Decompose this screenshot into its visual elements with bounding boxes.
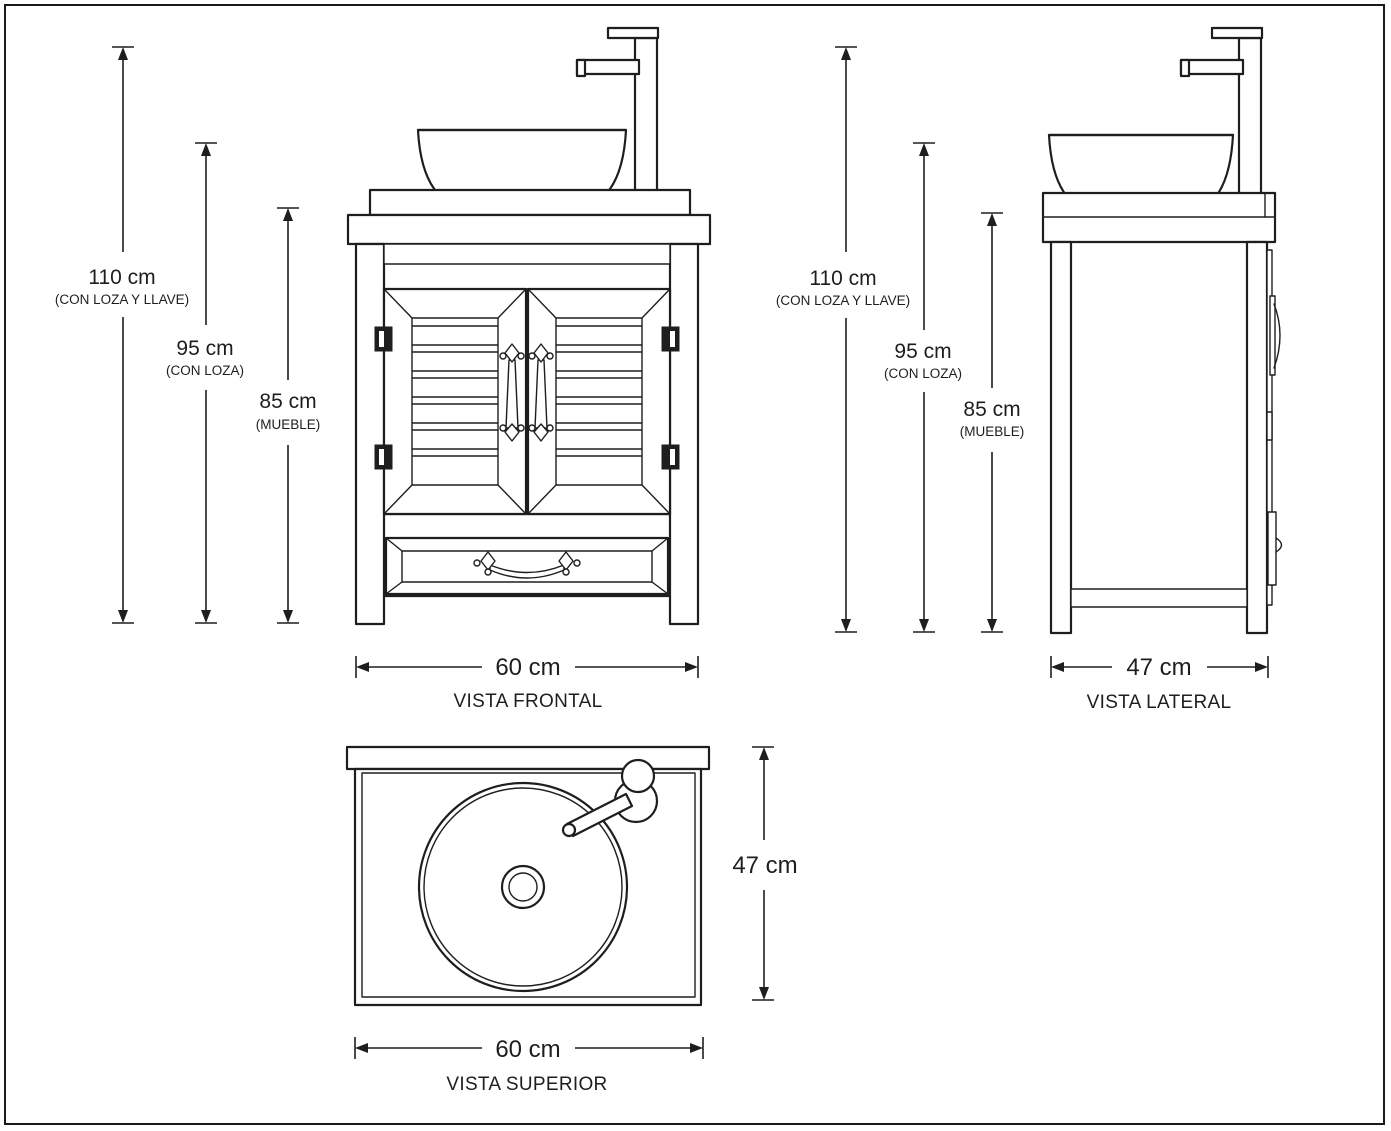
top-dimension-labels: 47 cm 60 cm VISTA SUPERIOR — [446, 852, 797, 1095]
front-basin-height-note: (CON LOZA) — [166, 363, 244, 378]
side-back-leg — [1245, 240, 1269, 635]
top-dimension-lines — [354, 746, 774, 1059]
front-total-height-note: (CON LOZA Y LLAVE) — [55, 292, 189, 307]
side-cabinet-height-value: 85 cm — [963, 398, 1020, 421]
side-door-profile — [1266, 249, 1283, 606]
front-right-door — [526, 287, 672, 516]
front-door-handles — [499, 343, 554, 442]
front-cabinet-height-note: (MUEBLE) — [256, 417, 321, 432]
front-countertop — [346, 188, 712, 246]
top-depth-value: 47 cm — [732, 852, 797, 879]
front-basin-height-value: 95 cm — [176, 337, 233, 360]
front-left-leg — [354, 242, 386, 626]
top-faucet — [561, 758, 659, 838]
front-dimension-lines — [112, 46, 699, 678]
side-total-height-value: 110 cm — [809, 267, 876, 290]
sheet-border — [4, 4, 1385, 1125]
front-apron — [383, 243, 671, 265]
side-view-title: VISTA LATERAL — [1087, 692, 1232, 713]
side-basin-height-note: (CON LOZA) — [884, 366, 962, 381]
front-right-leg — [668, 242, 700, 626]
side-cabinet-height-note: (MUEBLE) — [960, 424, 1025, 439]
front-cabinet-height-value: 85 cm — [259, 390, 316, 413]
side-total-height-note: (CON LOZA Y LLAVE) — [776, 293, 910, 308]
front-left-door — [382, 287, 528, 516]
front-dimension-labels: 110 cm (CON LOZA Y LLAVE) 95 cm (CON LOZ… — [55, 266, 603, 712]
side-depth-value: 47 cm — [1126, 654, 1191, 681]
side-countertop — [1041, 191, 1277, 244]
top-width-value: 60 cm — [495, 1036, 560, 1063]
side-dimension-lines — [835, 46, 1269, 678]
front-door-hinges — [374, 326, 680, 470]
side-view-drawing — [1041, 26, 1283, 635]
side-dimension-labels: 110 cm (CON LOZA Y LLAVE) 95 cm (CON LOZ… — [776, 267, 1232, 713]
top-view-drawing — [345, 745, 711, 1007]
side-front-leg — [1049, 240, 1073, 635]
front-view-title: VISTA FRONTAL — [454, 691, 603, 712]
front-drawer — [384, 536, 670, 596]
front-width-value: 60 cm — [495, 654, 560, 681]
side-stretcher — [1070, 588, 1248, 608]
top-view-title: VISTA SUPERIOR — [446, 1074, 607, 1095]
side-basin-height-value: 95 cm — [894, 340, 951, 363]
front-view-drawing — [346, 26, 712, 626]
front-total-height-value: 110 cm — [88, 266, 155, 289]
top-countertop-edge — [345, 745, 711, 771]
